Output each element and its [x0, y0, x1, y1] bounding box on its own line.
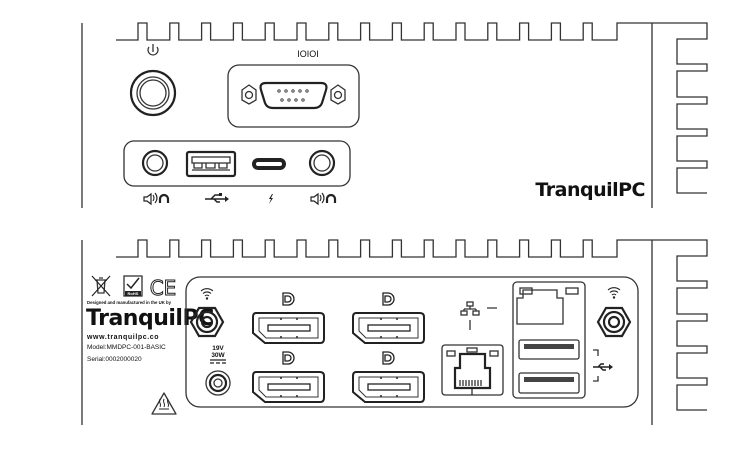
power-voltage: 19V	[212, 345, 224, 352]
serial-port[interactable]	[227, 64, 360, 128]
usb-bracket	[593, 349, 599, 382]
ce-mark: CE	[150, 276, 177, 300]
headphone-icon	[158, 193, 170, 203]
weee-bin-icon	[91, 275, 111, 297]
front-io-bezel	[123, 140, 351, 187]
displayport-icon	[282, 292, 295, 306]
wifi-icon	[200, 288, 214, 300]
displayport-icon	[382, 351, 395, 365]
lan-leader-lines	[469, 307, 497, 330]
ethernet-port-2[interactable]	[516, 287, 579, 325]
displayport-2[interactable]	[352, 292, 425, 344]
usb-a-port-front[interactable]	[185, 150, 237, 178]
headphone-icon	[325, 193, 337, 203]
usb-c-port-front[interactable]	[252, 158, 286, 170]
usb-icon	[593, 363, 613, 371]
antenna-connector-right[interactable]	[596, 306, 632, 338]
ethernet-port-1[interactable]	[441, 344, 504, 396]
front-chassis-outline	[116, 22, 708, 194]
serial-port-label: IOIOI	[297, 49, 319, 59]
wifi-icon	[607, 287, 621, 299]
front-panel: IOIOI	[81, 22, 708, 208]
rohs-badge: RoHS	[123, 275, 143, 297]
designed-text: Designed and manufactured in the UK by	[87, 300, 172, 305]
dc-power-jack[interactable]	[205, 370, 231, 396]
displayport-4[interactable]	[352, 351, 425, 403]
displayport-icon	[382, 292, 395, 306]
brand-logo-front: TranquilPC	[535, 179, 645, 201]
svg-text:RoHS: RoHS	[128, 291, 139, 296]
audio-jack-left[interactable]	[141, 149, 169, 177]
displayport-icon	[282, 351, 295, 365]
network-icon	[460, 301, 480, 316]
displayport-1[interactable]	[252, 292, 325, 344]
lan-usb-combo-module	[512, 281, 586, 399]
power-button[interactable]	[129, 69, 177, 117]
website-text: www.tranquilpc.co	[86, 334, 159, 341]
speaker-icon	[143, 192, 158, 206]
thunderbolt-icon	[269, 194, 273, 204]
hot-surface-icon	[151, 392, 177, 415]
back-panel: RoHS CE Designed and manufactured in the…	[81, 239, 708, 425]
usb-a-port-rear-1[interactable]	[518, 339, 580, 360]
audio-jack-right[interactable]	[308, 149, 336, 177]
usb-icon	[205, 193, 229, 203]
power-wattage: 30W	[211, 352, 225, 359]
model-text: Model:MMDPC-001-BASIC	[87, 344, 166, 351]
dc-symbol-icon	[210, 359, 226, 364]
rear-io-bezel	[185, 276, 639, 408]
antenna-connector-left[interactable]	[189, 306, 225, 338]
speaker-icon	[310, 192, 325, 206]
power-icon	[147, 44, 159, 56]
usb-a-port-rear-2[interactable]	[518, 372, 580, 394]
back-chassis-outline	[116, 239, 708, 411]
displayport-3[interactable]	[252, 351, 325, 403]
serial-text: Serial:0002000020	[87, 356, 142, 363]
